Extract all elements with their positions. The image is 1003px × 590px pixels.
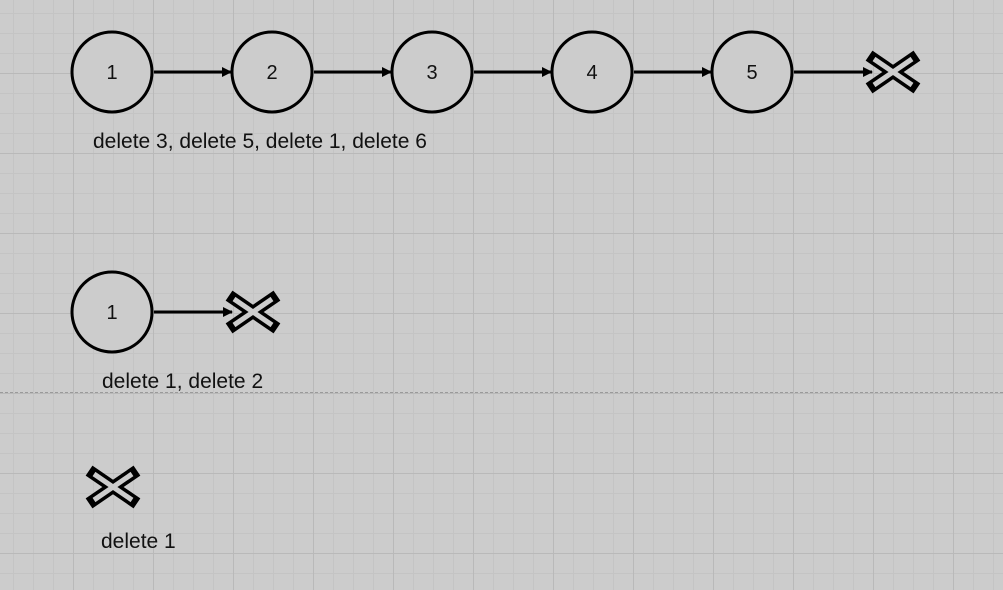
row-3-caption: delete 1	[101, 530, 176, 553]
row-1-caption: delete 3, delete 5, delete 1, delete 6	[93, 130, 427, 153]
list-node	[70, 30, 154, 114]
list-node-label: 2	[266, 62, 277, 84]
null-x-icon	[865, 50, 921, 94]
list-node	[710, 30, 794, 114]
list-node-label: 3	[426, 62, 437, 84]
list-node-label: 4	[586, 62, 597, 84]
list-node	[230, 30, 314, 114]
page-break-line	[0, 392, 1003, 393]
row-2-caption: delete 1, delete 2	[102, 370, 264, 393]
null-x-icon	[225, 290, 281, 334]
list-node	[550, 30, 634, 114]
list-node-label: 1	[106, 62, 117, 84]
list-node	[390, 30, 474, 114]
null-x-icon	[85, 465, 141, 509]
list-node-label: 1	[106, 302, 117, 324]
list-node-label: 5	[746, 62, 757, 84]
list-node	[70, 270, 154, 354]
